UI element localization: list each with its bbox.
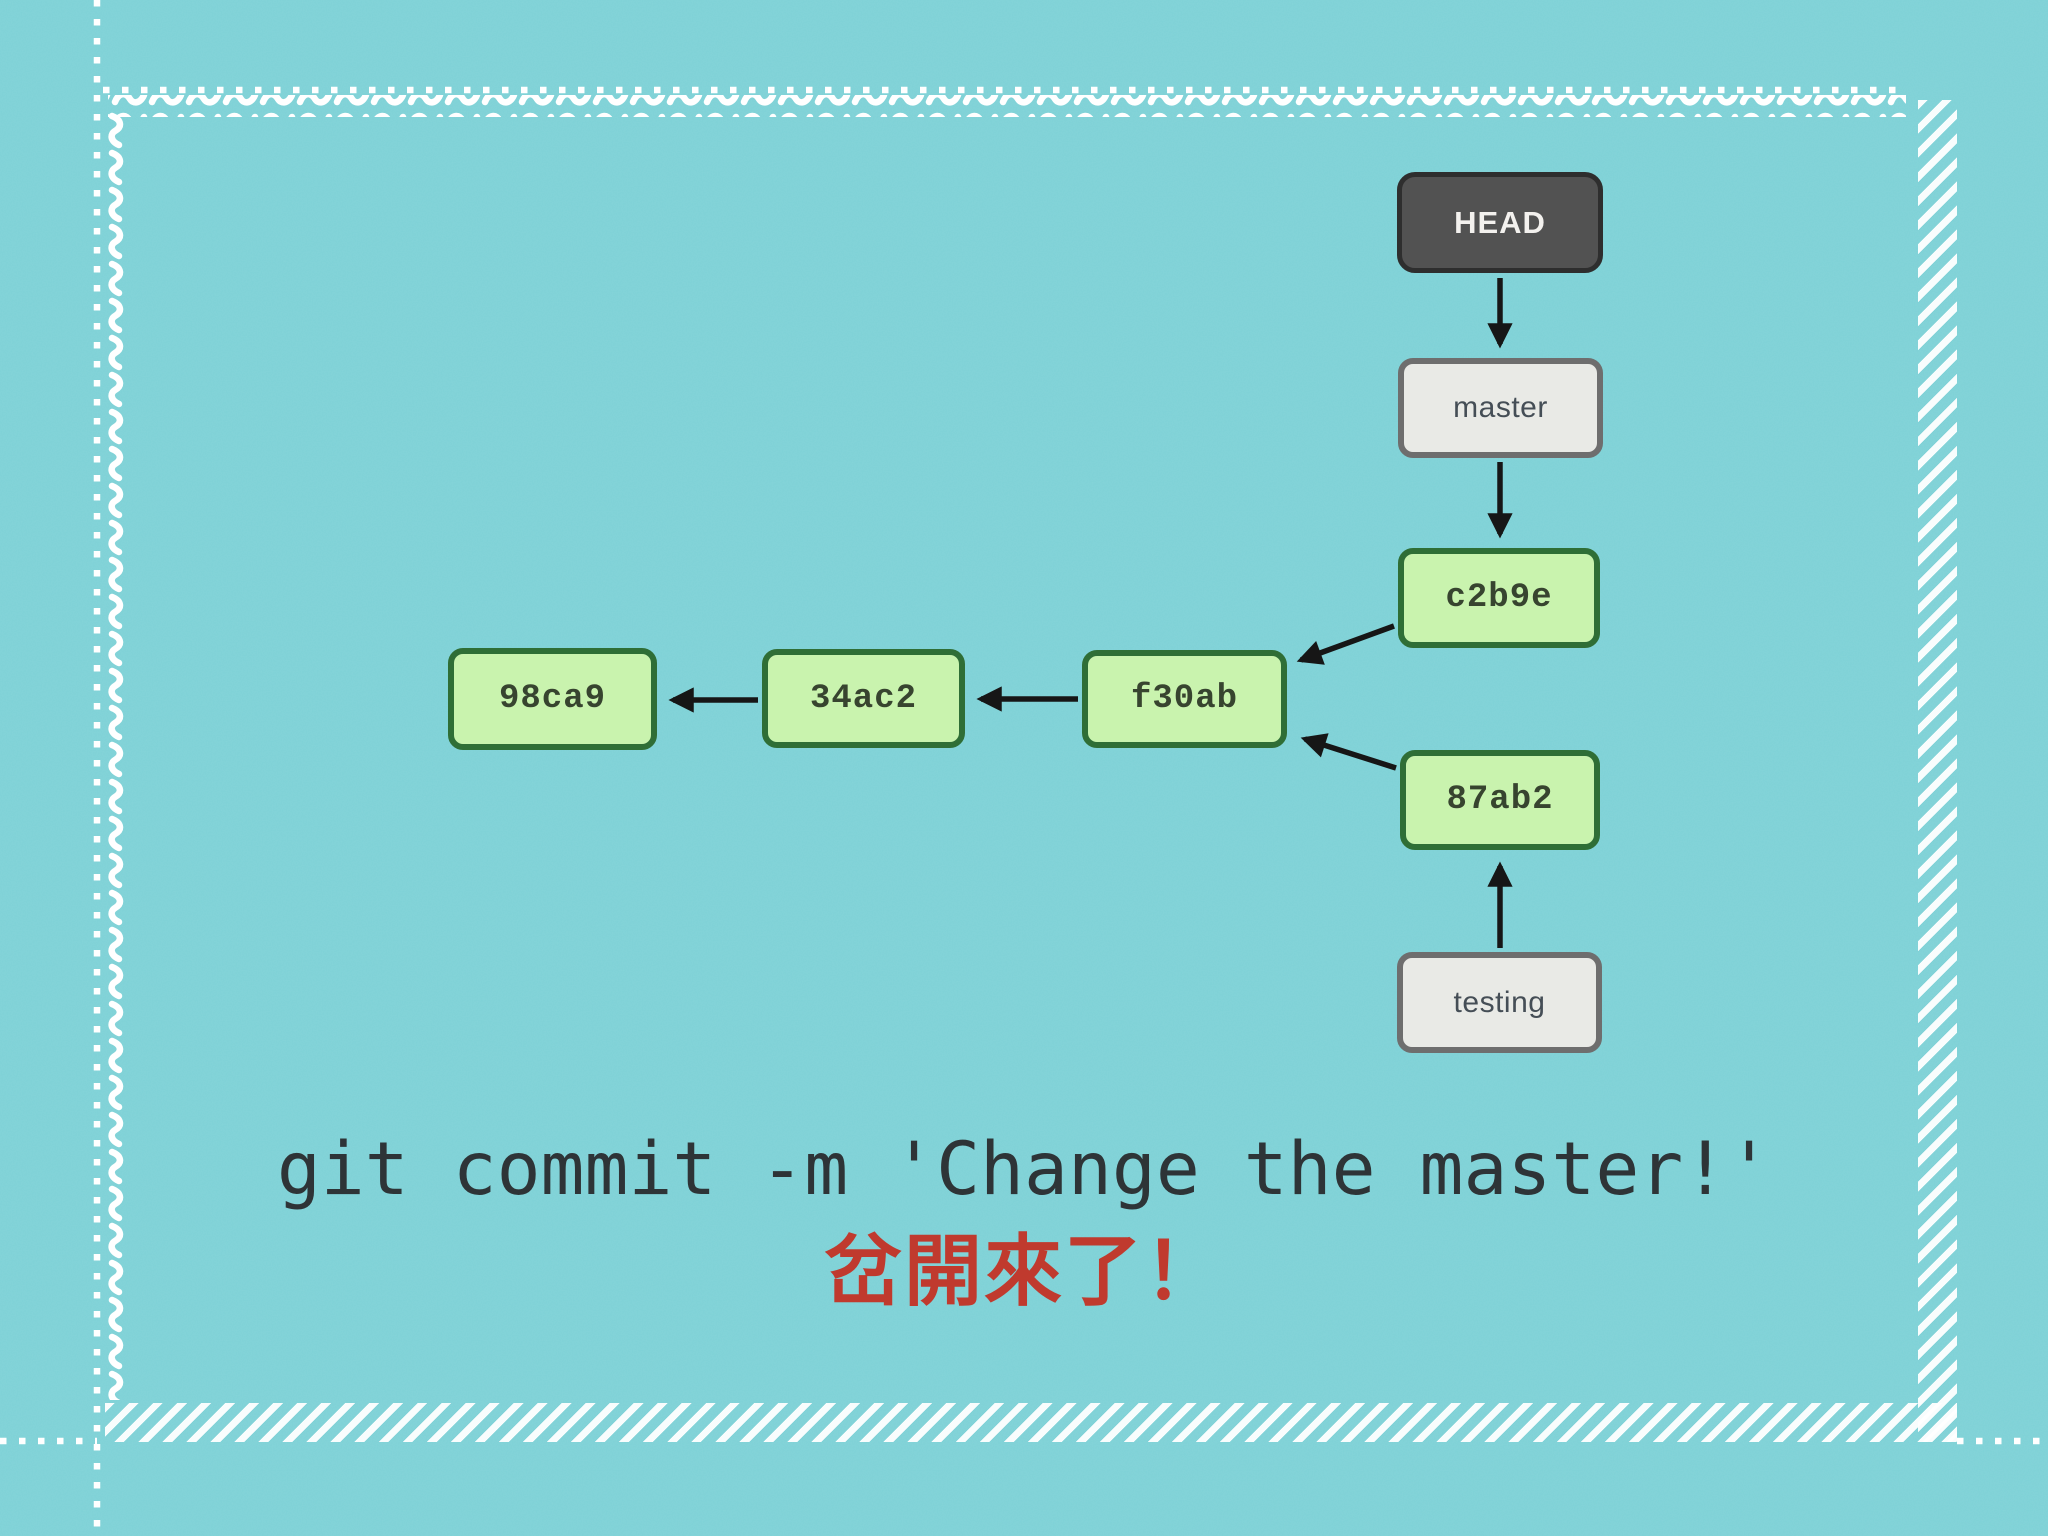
node-commit-f30ab: f30ab <box>1082 650 1287 748</box>
node-commit-87ab2: 87ab2 <box>1400 750 1600 850</box>
commit-c2b9e-label: c2b9e <box>1445 579 1553 617</box>
chinese-note-caption: 岔開來了！ <box>823 1227 1224 1317</box>
branch-testing-label: testing <box>1453 985 1546 1019</box>
commit-87ab2-label: 87ab2 <box>1446 781 1554 819</box>
commit-98ca9-label: 98ca9 <box>498 680 607 718</box>
arrow-c2b9e-to-f30ab <box>1296 623 1395 665</box>
commit-34ac2-label: 34ac2 <box>809 679 918 718</box>
branch-master-label: master <box>1453 391 1548 424</box>
hatch-border-right <box>1918 100 1957 1442</box>
wavy-line-top <box>108 95 1906 117</box>
node-branch-testing: testing <box>1397 952 1602 1053</box>
node-commit-98ca9: 98ca9 <box>448 648 657 750</box>
node-head: HEAD <box>1397 172 1603 273</box>
node-commit-c2b9e: c2b9e <box>1398 548 1600 648</box>
git-command-caption: git commit -m 'Change the master!' <box>276 1127 1772 1212</box>
commit-f30ab-label: f30ab <box>1130 680 1239 718</box>
node-branch-master: master <box>1398 358 1603 458</box>
arrow-87ab2-to-f30ab <box>1300 733 1397 771</box>
node-head-label: HEAD <box>1454 204 1546 240</box>
node-commit-34ac2: 34ac2 <box>762 649 965 748</box>
hatch-border-bottom <box>105 1403 1957 1442</box>
